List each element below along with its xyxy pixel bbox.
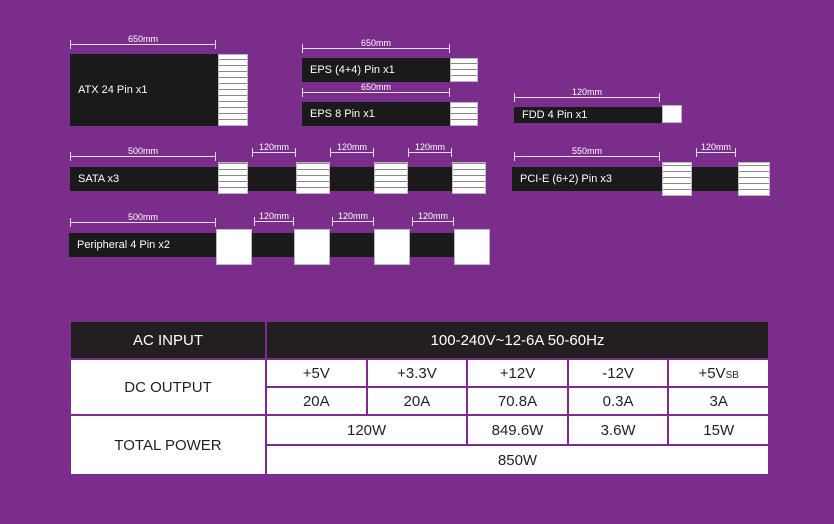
eps44-cable: EPS (4+4) Pin x1 — [302, 58, 450, 82]
dc-output-current-row: 20A 20A 70.8A 0.3A 3A — [70, 386, 770, 416]
pcie-connector-1 — [662, 162, 692, 196]
sata-ext-dimension-label-3: 120mm — [412, 142, 447, 152]
peripheral-ext-dimension-2: 120mm — [332, 211, 374, 226]
eps8-cable: EPS 8 Pin x1 — [302, 102, 450, 126]
peripheral-dimension-label: 500mm — [125, 212, 160, 222]
total-row: 850W — [70, 444, 770, 476]
power-neg12v: 3.6W — [566, 414, 670, 446]
dc-output-rails-row: DC OUTPUT +5V +3.3V +12V -12V +5VSB — [69, 358, 770, 416]
sata-dimension: 500mm — [70, 146, 216, 161]
fdd-cable-label: FDD 4 Pin x1 — [522, 109, 588, 121]
atx-dimension: 650mm — [70, 34, 216, 49]
sata-dimension-label: 500mm — [125, 146, 160, 156]
pcie-ext-dimension: 120mm — [696, 142, 736, 157]
pcie-cable: PCI-E (6+2) Pin x3 — [512, 167, 662, 191]
pcie-segment — [692, 167, 738, 191]
eps8-dimension-label: 650mm — [358, 82, 393, 92]
rail-12v: +12V — [466, 358, 569, 388]
current-12v: 70.8A — [466, 386, 569, 416]
fdd-dimension: 120mm — [514, 87, 660, 102]
peripheral-ext-dimension-label-2: 120mm — [335, 211, 370, 221]
rail-5vsb-sub: SB — [725, 369, 739, 381]
peripheral-cable: Peripheral 4 Pin x2 — [69, 233, 218, 257]
sata-segment-1 — [248, 167, 296, 191]
eps44-connector — [450, 58, 478, 82]
current-neg12v: 0.3A — [566, 386, 670, 416]
sata-cable: SATA x3 — [70, 167, 218, 191]
sata-connector-2 — [296, 162, 330, 194]
power-5v-3v3: 120W — [264, 414, 469, 446]
eps44-dimension: 650mm — [302, 38, 450, 53]
peripheral-segment-1 — [252, 233, 294, 257]
atx-cable-label: ATX 24 Pin x1 — [78, 84, 148, 96]
peripheral-cable-label: Peripheral 4 Pin x2 — [77, 239, 170, 251]
current-5v: 20A — [265, 386, 368, 416]
pcie-dimension: 550mm — [514, 146, 660, 161]
eps8-dimension: 650mm — [302, 82, 450, 97]
total-power-label: TOTAL POWER — [69, 414, 267, 476]
power-12v: 849.6W — [466, 414, 569, 446]
atx-dimension-label: 650mm — [125, 34, 160, 44]
rail-5vsb-main: +5V — [698, 364, 726, 382]
power-5vsb: 15W — [667, 414, 770, 446]
sata-ext-dimension-label-1: 120mm — [256, 142, 291, 152]
peripheral-connector-3 — [374, 229, 410, 265]
atx-connector — [218, 54, 248, 126]
sata-ext-dimension-2: 120mm — [330, 142, 374, 157]
pcie-connector-2 — [738, 162, 770, 196]
atx-cable: ATX 24 Pin x1 — [70, 54, 218, 126]
total-power-value: 850W — [265, 444, 770, 476]
sata-ext-dimension-label-2: 120mm — [334, 142, 369, 152]
ac-input-value: 100-240V~12-6A 50-60Hz — [265, 320, 770, 360]
sata-ext-dimension-3: 120mm — [408, 142, 452, 157]
sata-ext-dimension-1: 120mm — [252, 142, 296, 157]
eps8-connector — [450, 102, 478, 126]
current-5vsb: 3A — [667, 386, 770, 416]
pcie-ext-dimension-label: 120mm — [698, 142, 733, 152]
fdd-dimension-label: 120mm — [569, 87, 604, 97]
total-power-row: TOTAL POWER 120W 849.6W 3.6W 15W — [69, 414, 770, 476]
sata-segment-2 — [330, 167, 374, 191]
rail-5v: +5V — [265, 358, 368, 388]
ac-input-label: AC INPUT — [69, 320, 267, 360]
sata-connector-3 — [374, 162, 408, 194]
peripheral-connector-2 — [294, 229, 330, 265]
peripheral-segment-2 — [330, 233, 374, 257]
ac-input-row: AC INPUT 100-240V~12-6A 50-60Hz — [69, 320, 770, 360]
fdd-connector — [662, 105, 682, 123]
peripheral-ext-dimension-label-3: 120mm — [415, 211, 450, 221]
pcie-dimension-label: 550mm — [569, 146, 604, 156]
dc-output-label: DC OUTPUT — [69, 358, 267, 416]
sata-connector-1 — [218, 162, 248, 194]
peripheral-segment-3 — [410, 233, 454, 257]
eps8-cable-label: EPS 8 Pin x1 — [310, 108, 375, 120]
peripheral-ext-dimension-3: 120mm — [412, 211, 454, 226]
rail-3v3: +3.3V — [365, 358, 469, 388]
eps44-dimension-label: 650mm — [358, 38, 393, 48]
rail-5vsb: +5VSB — [667, 358, 770, 388]
peripheral-connector-1 — [216, 229, 252, 265]
rail-neg12v: -12V — [566, 358, 670, 388]
pcie-cable-label: PCI-E (6+2) Pin x3 — [520, 173, 613, 185]
power-spec-table: AC INPUT 100-240V~12-6A 50-60Hz DC OUTPU… — [69, 320, 770, 476]
peripheral-dimension: 500mm — [70, 212, 216, 227]
fdd-cable: FDD 4 Pin x1 — [514, 107, 662, 123]
sata-cable-label: SATA x3 — [78, 173, 120, 185]
current-3v3: 20A — [365, 386, 469, 416]
sata-segment-3 — [408, 167, 452, 191]
sata-connector-4 — [452, 162, 486, 194]
eps44-cable-label: EPS (4+4) Pin x1 — [310, 64, 395, 76]
peripheral-ext-dimension-label-1: 120mm — [256, 211, 291, 221]
peripheral-ext-dimension-1: 120mm — [254, 211, 294, 226]
peripheral-connector-4 — [454, 229, 490, 265]
